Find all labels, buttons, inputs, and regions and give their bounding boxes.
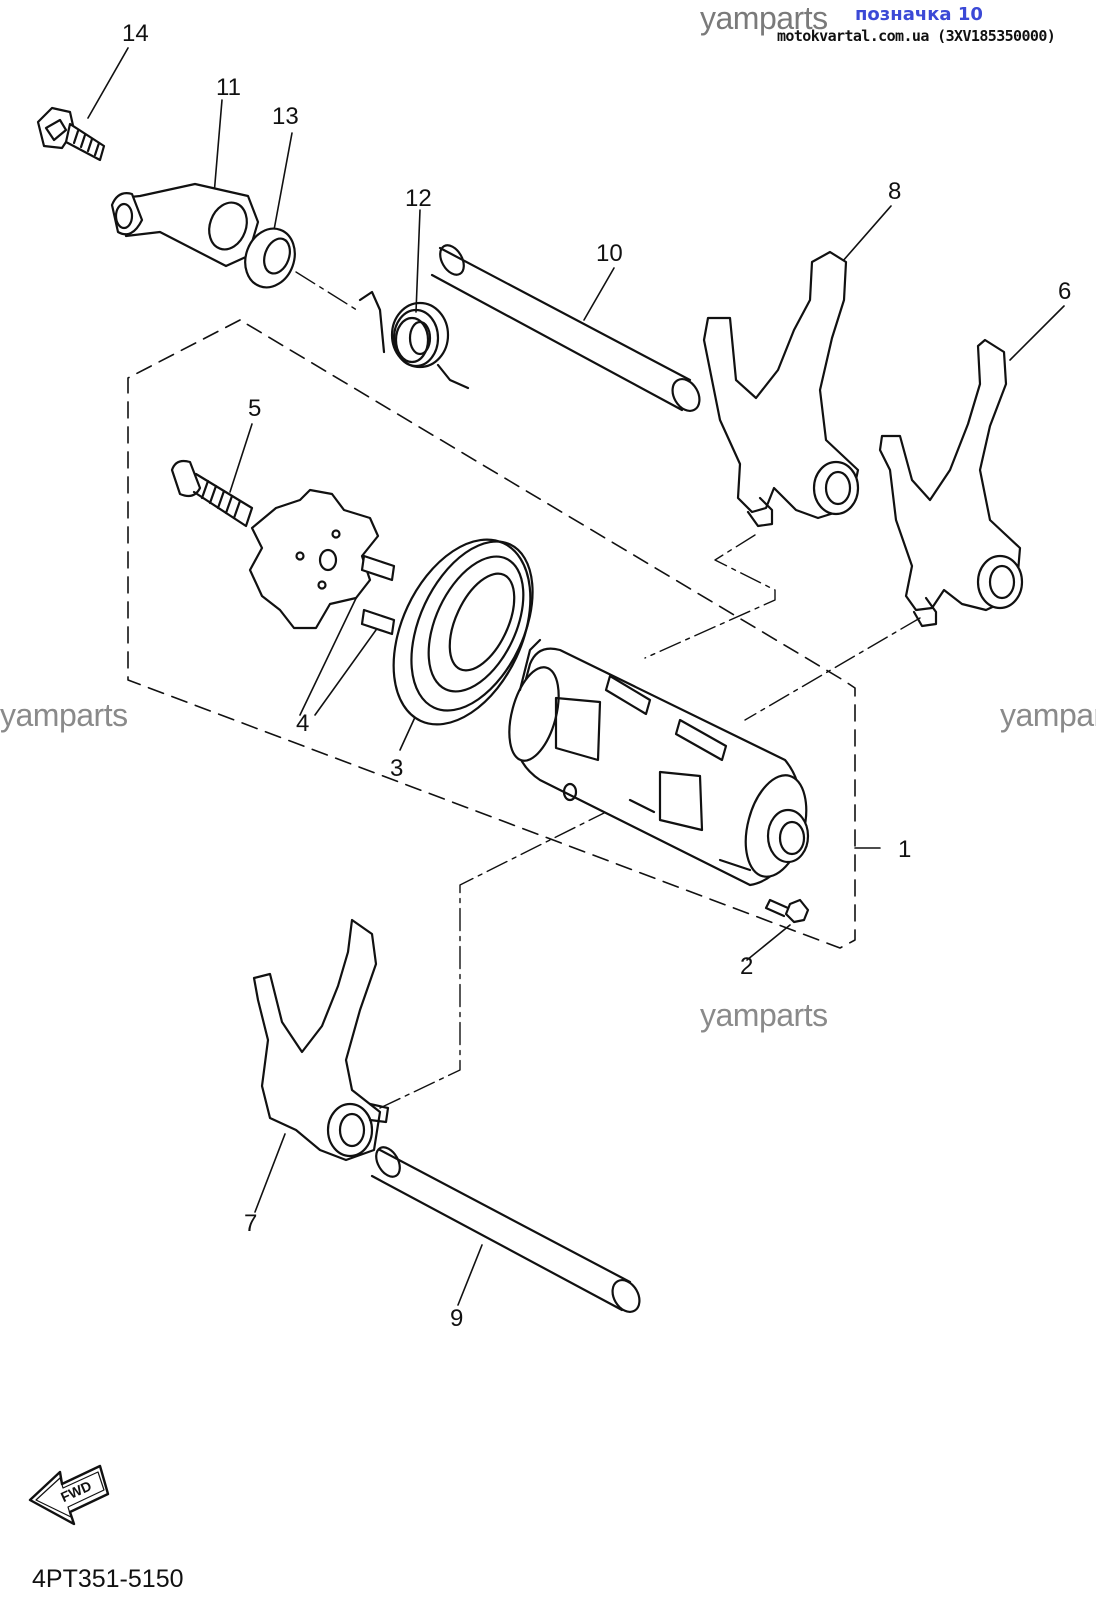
part-fork-8: [702, 250, 860, 528]
callout-10: 10: [596, 240, 623, 267]
watermark-right: yamparts: [1000, 697, 1096, 733]
callout-2: 2: [740, 953, 754, 980]
assembly-boundary: [127, 319, 856, 949]
site-reference: motokvartal.com.ua (3XV185350000): [777, 27, 1056, 45]
part-spring-12: [358, 290, 470, 390]
callout-11: 11: [216, 74, 241, 101]
callout-7: 7: [244, 1210, 258, 1237]
part-fork-7: [252, 918, 390, 1162]
callout-13: 13: [272, 103, 299, 130]
callout-5: 5: [248, 395, 262, 422]
bookmark-label: позначка 10: [855, 4, 983, 25]
part-shift-drum: [508, 638, 810, 887]
diagram-part-code: 4PT351-5150: [32, 1565, 184, 1593]
part-washer-13: [244, 227, 296, 289]
part-bearing-3: [392, 538, 534, 726]
header-watermark: yamparts: [700, 0, 828, 36]
part-shaft-10: [430, 244, 701, 412]
watermark-bottom: yamparts: [700, 997, 828, 1033]
part-fork-6: [878, 338, 1024, 628]
part-pins-4: [360, 554, 396, 636]
callout-9: 9: [450, 1305, 464, 1332]
part-lever-11: [110, 182, 260, 268]
part-segment-plate: [248, 488, 380, 630]
callout-14: 14: [122, 20, 149, 47]
callout-4: 4: [296, 710, 310, 737]
callout-12: 12: [405, 185, 432, 212]
part-bolt-14: [36, 106, 106, 162]
callout-3: 3: [390, 755, 404, 782]
callout-8: 8: [888, 178, 902, 205]
part-shaft-9: [370, 1146, 641, 1313]
fwd-arrow-icon: [28, 1464, 110, 1526]
callout-1: 1: [898, 836, 912, 863]
leader-lines: [87, 47, 1065, 1306]
alignment-lines: [295, 271, 921, 1109]
callout-6: 6: [1058, 278, 1072, 305]
part-screw-2: [764, 898, 810, 924]
watermark-left: yamparts: [0, 697, 128, 733]
part-screw-5: [170, 459, 254, 528]
